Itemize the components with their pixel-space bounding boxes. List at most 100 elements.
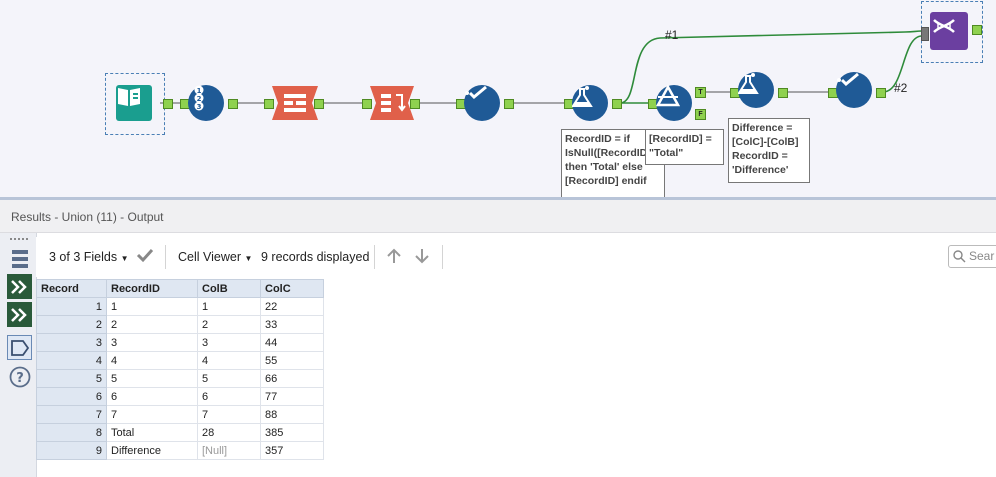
formula2-tool[interactable]	[738, 72, 774, 108]
table-cell[interactable]: 7	[197, 405, 261, 424]
input-output-anchor[interactable]	[163, 99, 173, 109]
row-number-cell[interactable]: 5	[36, 369, 107, 388]
table-cell[interactable]: 77	[260, 387, 324, 406]
formula2-output-anchor[interactable]	[778, 88, 788, 98]
filter-false-anchor[interactable]: F	[695, 109, 706, 120]
union-output-input-anchor[interactable]	[921, 27, 929, 41]
filter-true-anchor[interactable]: T	[695, 87, 706, 98]
results-header: Results - Union (11) - Output	[0, 200, 996, 233]
union-input-anchor[interactable]	[362, 99, 372, 109]
table-cell[interactable]: 5	[106, 369, 198, 388]
cell-viewer-dropdown[interactable]: Cell Viewer ▼	[178, 250, 252, 264]
annotation-line: [ColC]-[ColB]	[732, 136, 799, 148]
table-cell[interactable]: 6	[197, 387, 261, 406]
connector-1[interactable]	[619, 30, 923, 104]
formula-output-anchor[interactable]	[612, 99, 622, 109]
row-number-cell[interactable]: 8	[36, 423, 107, 442]
table-cell[interactable]: [Null]	[197, 441, 261, 460]
table-cell[interactable]: 3	[106, 333, 198, 352]
table-cell[interactable]: 357	[260, 441, 324, 460]
column-header-colb[interactable]: ColB	[197, 279, 261, 298]
fields-dropdown[interactable]: 3 of 3 Fields ▼	[49, 250, 129, 264]
help-icon[interactable]: ?	[7, 364, 32, 389]
union-output-anchor[interactable]	[410, 99, 420, 109]
checkmark-icon[interactable]	[136, 247, 154, 266]
table-cell[interactable]: 22	[260, 297, 324, 316]
formula-tool[interactable]	[572, 85, 608, 121]
next-record-icon[interactable]	[7, 274, 32, 299]
table-cell[interactable]: 28	[197, 423, 261, 442]
connection-label-1: #1	[665, 28, 679, 42]
row-number-cell[interactable]: 9	[36, 441, 107, 460]
table-cell[interactable]: 4	[197, 351, 261, 370]
table-cell[interactable]: 55	[260, 351, 324, 370]
column-header-record[interactable]: Record	[36, 279, 107, 298]
select-tool[interactable]	[464, 85, 500, 121]
summarize-input-anchor[interactable]	[264, 99, 274, 109]
table-cell[interactable]: 1	[197, 297, 261, 316]
union-tool[interactable]	[370, 86, 414, 120]
select2-output-anchor[interactable]	[876, 88, 886, 98]
search-input[interactable]: Sear	[948, 245, 996, 268]
row-number-cell[interactable]: 7	[36, 405, 107, 424]
table-cell[interactable]: 66	[260, 369, 324, 388]
table-cell[interactable]: 5	[197, 369, 261, 388]
union-output-output-anchor[interactable]	[972, 25, 982, 35]
union-output-tool[interactable]	[930, 12, 968, 50]
table-cell[interactable]: 88	[260, 405, 324, 424]
table-cell[interactable]: Total	[106, 423, 198, 442]
row-number-cell[interactable]: 3	[36, 333, 107, 352]
select-output-anchor[interactable]	[504, 99, 514, 109]
row-number-cell[interactable]: 4	[36, 351, 107, 370]
connector-2[interactable]	[883, 35, 923, 93]
row-number-cell[interactable]: 6	[36, 387, 107, 406]
table-cell[interactable]: 3	[197, 333, 261, 352]
recordid-tool[interactable]: 1 2 3	[188, 85, 224, 121]
table-cell[interactable]: 7	[106, 405, 198, 424]
table-cell[interactable]: 385	[260, 423, 324, 442]
tag-icon[interactable]	[7, 335, 32, 360]
drag-grip-icon[interactable]	[10, 238, 28, 242]
arrow-down-icon[interactable]	[413, 247, 431, 268]
table-cell[interactable]: Difference	[106, 441, 198, 460]
table-cell[interactable]: 33	[260, 315, 324, 334]
table-cell[interactable]: 6	[106, 387, 198, 406]
annotation-line: 'Difference'	[732, 164, 789, 176]
toolbar-divider	[165, 245, 166, 269]
summarize-tool[interactable]	[272, 86, 318, 120]
row-number-cell[interactable]: 2	[36, 315, 107, 334]
pane-splitter[interactable]	[0, 197, 996, 200]
summarize-output-anchor[interactable]	[314, 99, 324, 109]
workflow-canvas[interactable]: 1 2 3 T F	[0, 0, 996, 197]
table-cell[interactable]: 44	[260, 333, 324, 352]
next-anchor-icon[interactable]	[7, 302, 32, 327]
checkmark-icon	[837, 72, 859, 86]
filter-tool[interactable]	[656, 85, 692, 121]
annotation-line: [RecordID] endif	[565, 175, 647, 187]
recordid-output-anchor[interactable]	[228, 99, 238, 109]
table-cell[interactable]: 1	[106, 297, 198, 316]
table-cell[interactable]: 2	[197, 315, 261, 334]
filter-triangle-icon	[656, 85, 680, 107]
row-number-cell[interactable]: 1	[36, 297, 107, 316]
table-view-icon[interactable]	[7, 246, 32, 271]
select2-tool[interactable]	[836, 72, 872, 108]
annotation-line: IsNull([RecordID])	[565, 147, 655, 159]
column-header-colc[interactable]: ColC	[260, 279, 324, 298]
column-header-recordid[interactable]: RecordID	[106, 279, 198, 298]
table-cell[interactable]: 2	[106, 315, 198, 334]
table-cell[interactable]: 4	[106, 351, 198, 370]
input-data-tool[interactable]	[116, 85, 152, 121]
arrow-up-icon[interactable]	[385, 247, 403, 268]
